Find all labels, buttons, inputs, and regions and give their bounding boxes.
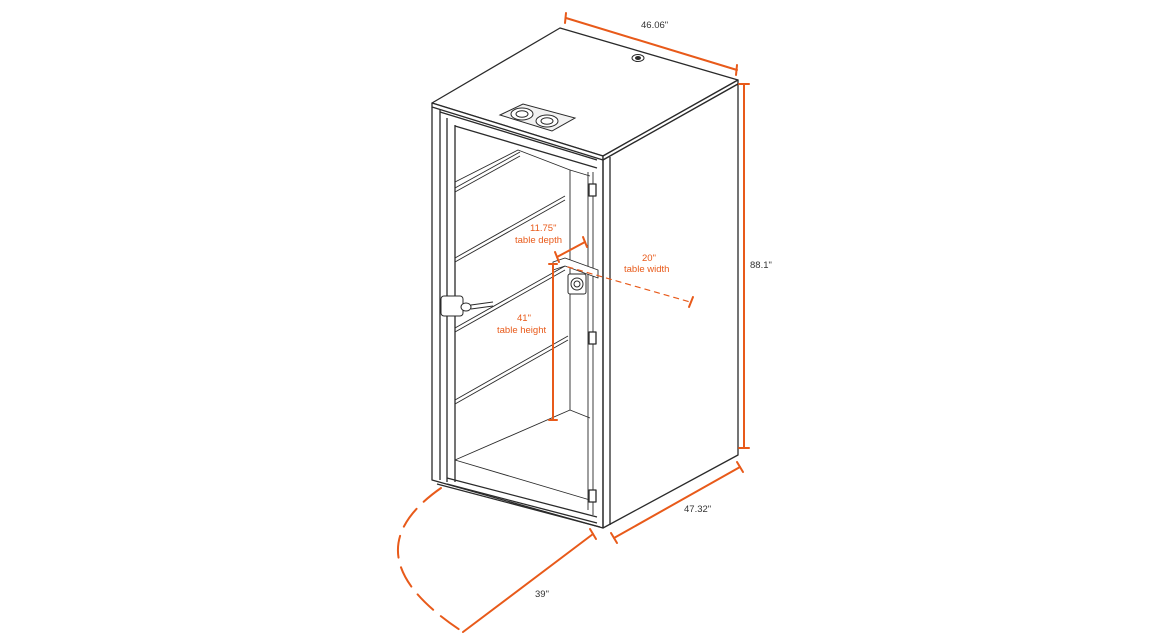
glass-reflections <box>454 151 569 405</box>
fan-icon <box>498 103 577 132</box>
hinge-bottom <box>588 489 597 503</box>
table-width-dimension <box>567 266 694 308</box>
table-height-dimension <box>548 263 558 421</box>
booth-front-frame <box>431 107 604 529</box>
height-label: 88.1" <box>750 260 772 271</box>
table-depth-caption: table depth <box>515 235 562 246</box>
table-height-value: 41" <box>517 313 531 324</box>
table-height-caption: table height <box>497 325 546 336</box>
door-handle-icon <box>440 295 494 317</box>
door-swing-dimension <box>397 487 597 633</box>
hinge-middle <box>588 331 597 345</box>
height-dimension <box>738 83 750 449</box>
side-depth-label: 47.32" <box>684 504 711 515</box>
top-width-label: 46.06" <box>641 20 668 31</box>
side-depth-dimension <box>610 461 744 544</box>
table-depth-value: 11.75" <box>530 223 556 234</box>
top-width-dimension <box>564 12 738 76</box>
table-width-value: 20" <box>642 253 656 264</box>
booth-side-panel <box>602 83 739 529</box>
outlet-icon <box>567 273 587 295</box>
dimension-lines <box>397 12 750 633</box>
table-depth-dimension <box>554 236 588 263</box>
door-swing-label: 39" <box>535 589 549 600</box>
table-width-caption: table width <box>624 264 669 275</box>
port-icon <box>631 54 645 62</box>
hinge-top <box>588 183 597 197</box>
